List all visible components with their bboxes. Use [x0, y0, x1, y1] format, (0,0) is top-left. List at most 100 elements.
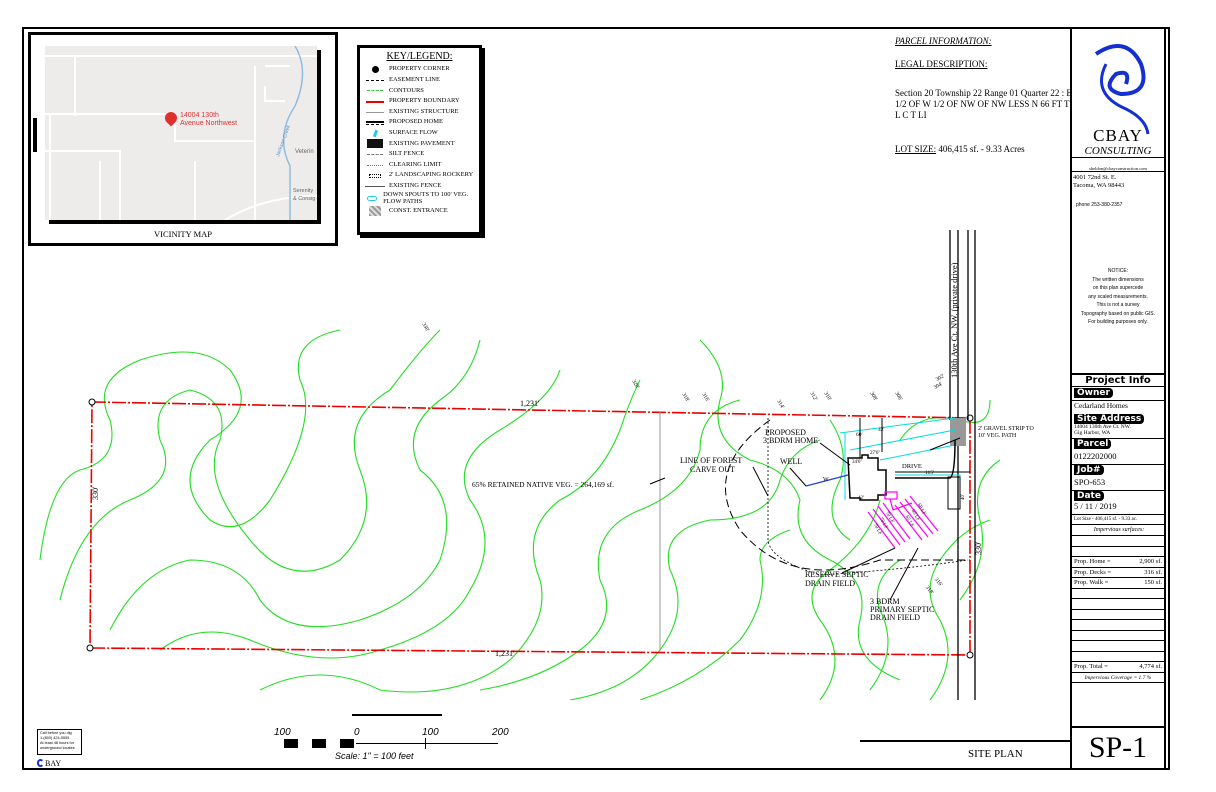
impervious-label: Prop. Decks =: [1074, 568, 1112, 576]
drawing-frame: [22, 27, 1170, 770]
legend-label: EXISTING FENCE: [389, 181, 442, 189]
legend-label: PROPERTY CORNER: [389, 65, 450, 73]
forest-carve-label: LINE OF FOREST: [680, 456, 743, 465]
parcel-heading: PARCEL INFORMATION:: [895, 36, 992, 46]
forest-carve-label: CARVE OUT: [690, 465, 735, 474]
impervious-heading: Impervious surfaces:: [1072, 524, 1164, 535]
legend-label: DOWN SPOUTS TO 100' VEG. FLOW PATHS: [383, 190, 469, 205]
legend-item: PROPOSED HOME: [364, 117, 475, 128]
notice-line: on this plan supercede: [1092, 285, 1144, 291]
map-roads: [45, 46, 317, 220]
north-arrow-icon: [352, 714, 442, 716]
gravel-strip: [950, 418, 966, 446]
legal-heading: LEGAL DESCRIPTION:: [895, 59, 988, 69]
legend-item: PROPERTY BOUNDARY: [364, 96, 475, 107]
map-place-label: Veterin: [295, 149, 314, 155]
company-email[interactable]: sheldon@cbayconstruction.com: [1072, 166, 1164, 172]
map-place-label: Serenity: [293, 188, 314, 194]
lot-size-value: 406,415 sf. - 9.33 Acres: [938, 144, 1025, 155]
legend-label: SILT FENCE: [389, 150, 425, 158]
property-corner-icon: [364, 66, 386, 74]
gravel-label: 2' GRAVEL STRIP TO: [978, 426, 1034, 432]
clearing-limit-icon: [364, 164, 386, 166]
legend-item: 2' LANDSCAPING ROCKERY: [364, 170, 475, 181]
reserve-septic-label: RESERVE SEPTIC: [805, 570, 869, 579]
property-corner-icon: [88, 398, 96, 406]
scale-tick: 200: [492, 727, 509, 738]
right-dimension: 330': [974, 541, 983, 555]
legend-label: EXISTING PAVEMENT: [389, 139, 455, 147]
owner-label: Owner: [1074, 388, 1113, 398]
water-line: [805, 474, 849, 487]
retained-veg-label: 65% RETAINED NATIVE VEG. = 264,169 sf.: [472, 480, 615, 489]
const-entrance-icon: [364, 205, 386, 216]
legend-item: EXISTING STRUCTURE: [364, 107, 475, 118]
scale-caption: Scale: 1" = 100 feet: [335, 751, 414, 761]
legend-label: EASEMENT LINE: [389, 75, 440, 83]
contours-icon: [364, 90, 386, 92]
property-boundary: [89, 401, 971, 656]
cbay-small-logo-icon: [37, 759, 44, 767]
legend-label: CONST. ENTRANCE: [389, 206, 448, 214]
dimension-label: 42': [858, 496, 864, 501]
notice-line: For building purposes only.: [1088, 319, 1148, 325]
notice-line: The written dimensions: [1092, 276, 1144, 283]
existing-structure-icon: [364, 111, 386, 113]
well-marker: W: [823, 477, 829, 483]
scale-bar-fill: [284, 739, 356, 748]
property-boundary-icon: [364, 100, 386, 103]
drive-label: DRIVE: [902, 463, 922, 470]
impervious-value: 316 sf.: [1144, 568, 1162, 576]
legend-item: EASEMENT LINE: [364, 75, 475, 86]
site-address-label: Site Address: [1074, 414, 1145, 424]
dimension-label: 42': [878, 427, 885, 433]
notice-title: NOTICE:: [1107, 268, 1129, 274]
map-marker-label: Avenue Northwest: [180, 119, 238, 127]
notice-line: Topography based on public GIS.: [1081, 310, 1155, 317]
legend-label: CONTOURS: [389, 86, 424, 94]
call-box-line: At least 48 hours for: [40, 741, 74, 745]
title-block: CBAY CONSULTING sheldon@cbayconstruction…: [1070, 29, 1166, 769]
impervious-label: Prop. Home =: [1074, 558, 1111, 565]
legend-label: SURFACE FLOW: [389, 128, 438, 136]
map-marker-label: 14004 130th: [180, 112, 219, 119]
impervious-value: 150 sf.: [1144, 579, 1162, 586]
dimension-label: 60': [856, 432, 863, 438]
legend-label: CLEARING LIMIT: [389, 160, 442, 168]
cbay-small-logo-text: BAY: [45, 759, 62, 768]
contour-lines: [39, 329, 1001, 700]
total-label: Prop. Total =: [1074, 663, 1108, 670]
site-address-line: Gig Harbor, WA: [1074, 430, 1111, 436]
septic-drain-field: [867, 491, 939, 549]
proposed-home-label: PROPOSED: [765, 428, 806, 437]
legend-item: SURFACE FLOW: [364, 128, 475, 139]
impervious-row: Prop. Walk =150 sf.: [1072, 577, 1164, 588]
road-lines: [949, 230, 976, 700]
legend-item: EXISTING PAVEMENT: [364, 139, 475, 150]
impervious-total-row: Prop. Total =4,774 sf.: [1072, 661, 1164, 672]
silt-fence: [767, 418, 969, 576]
scale-tick: 100: [422, 727, 439, 738]
left-dimension: 330': [91, 486, 100, 500]
company-address: Tacoma, WA 98443: [1073, 182, 1125, 189]
legend-label: 2' LANDSCAPING ROCKERY: [389, 171, 474, 179]
impervious-row: Prop. Home =2,900 sf.: [1072, 556, 1164, 567]
impervious-row: Prop. Decks = 316 sf.: [1072, 566, 1164, 578]
company-address: 4001 72nd St. E.: [1073, 174, 1117, 181]
existing-pavement-icon: [364, 139, 386, 149]
primary-septic-label: 3 BDRM: [870, 597, 900, 606]
legend-item: DOWN SPOUTS TO 100' VEG. FLOW PATHS: [364, 190, 475, 206]
vicinity-map-title: VICINITY MAP: [153, 229, 212, 239]
existing-fence-icon: [364, 185, 386, 187]
proposed-home-icon: [364, 120, 386, 125]
company-subtitle: CONSULTING: [1072, 145, 1164, 158]
scale-tick: 0: [354, 727, 360, 738]
call-box-line: underground locates: [40, 746, 75, 750]
legend-label: PROPOSED HOME: [389, 118, 443, 126]
legal-text: Section 20 Township 22 Range 01 Quarter …: [895, 88, 1072, 120]
lot-size-label: LOT SIZE:: [895, 144, 937, 155]
proposed-home: [847, 454, 887, 501]
company-phone: phone 253-380-2357: [1076, 202, 1123, 208]
legend-label: PROPERTY BOUNDARY: [389, 97, 460, 105]
notice: NOTICE: The written dimensions on this p…: [1072, 267, 1164, 327]
